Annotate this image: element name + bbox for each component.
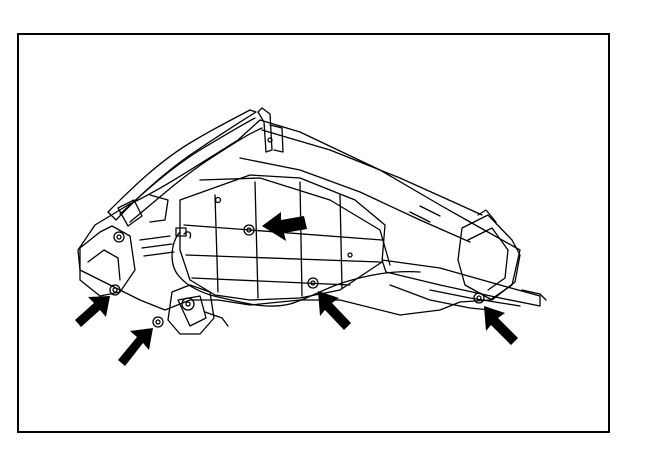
right-tab [477, 209, 497, 223]
cover-grid-h3 [191, 277, 351, 286]
fastener [310, 280, 316, 286]
detail-rib [409, 205, 441, 223]
left-flange [117, 199, 143, 227]
right-end-box [457, 214, 521, 301]
cover-plate [179, 174, 386, 301]
actuator-plate [177, 295, 207, 327]
cover-grid-v1 [214, 194, 219, 293]
wire-harness [171, 231, 421, 307]
arrow-icon [118, 328, 153, 366]
fastener [307, 277, 319, 289]
arrow-icon [484, 306, 518, 345]
arrow-icon [75, 296, 110, 327]
bottom-rail-lip [429, 289, 521, 307]
top-tab [269, 124, 284, 153]
cover-grid-v3 [299, 181, 303, 297]
actuator-link [204, 311, 229, 327]
housing-top-ridge [261, 129, 483, 216]
fastener [473, 292, 485, 304]
fastener [112, 287, 118, 293]
left-hole [113, 231, 125, 243]
fastener [109, 284, 121, 296]
wire-harness-2 [183, 231, 192, 239]
left-flange-2 [149, 194, 169, 223]
cover-grid-v2 [254, 181, 259, 299]
left-vent-lines [139, 235, 175, 257]
upper-duct-inner [119, 117, 256, 215]
housing-top-ridge-2 [239, 157, 471, 243]
bottom-rail [381, 259, 541, 307]
right-end-face [467, 227, 509, 291]
cover-grid-v4 [339, 194, 343, 289]
detail-hole [214, 196, 222, 204]
fastener [246, 227, 252, 233]
wire-clip [175, 227, 187, 237]
fastener [243, 224, 255, 236]
arrow-icon [262, 212, 307, 241]
arrow-icon [318, 291, 351, 330]
upper-duct-edge [129, 127, 263, 223]
left-bracket-face [87, 249, 121, 281]
detail-hole [347, 252, 353, 258]
left-hole-inner [116, 234, 122, 240]
actuator-hub-center [185, 301, 191, 307]
top-hole [267, 137, 273, 143]
bottom-rail-end [521, 289, 547, 301]
fastener [155, 319, 161, 325]
cover-grid-h2 [185, 254, 381, 263]
bottom-flange [389, 284, 491, 311]
fastener [152, 316, 164, 328]
top-bracket [257, 107, 273, 153]
fastener [476, 295, 482, 301]
actuator-body [167, 284, 215, 335]
left-bracket [79, 225, 136, 297]
actuator-hub [181, 297, 195, 311]
